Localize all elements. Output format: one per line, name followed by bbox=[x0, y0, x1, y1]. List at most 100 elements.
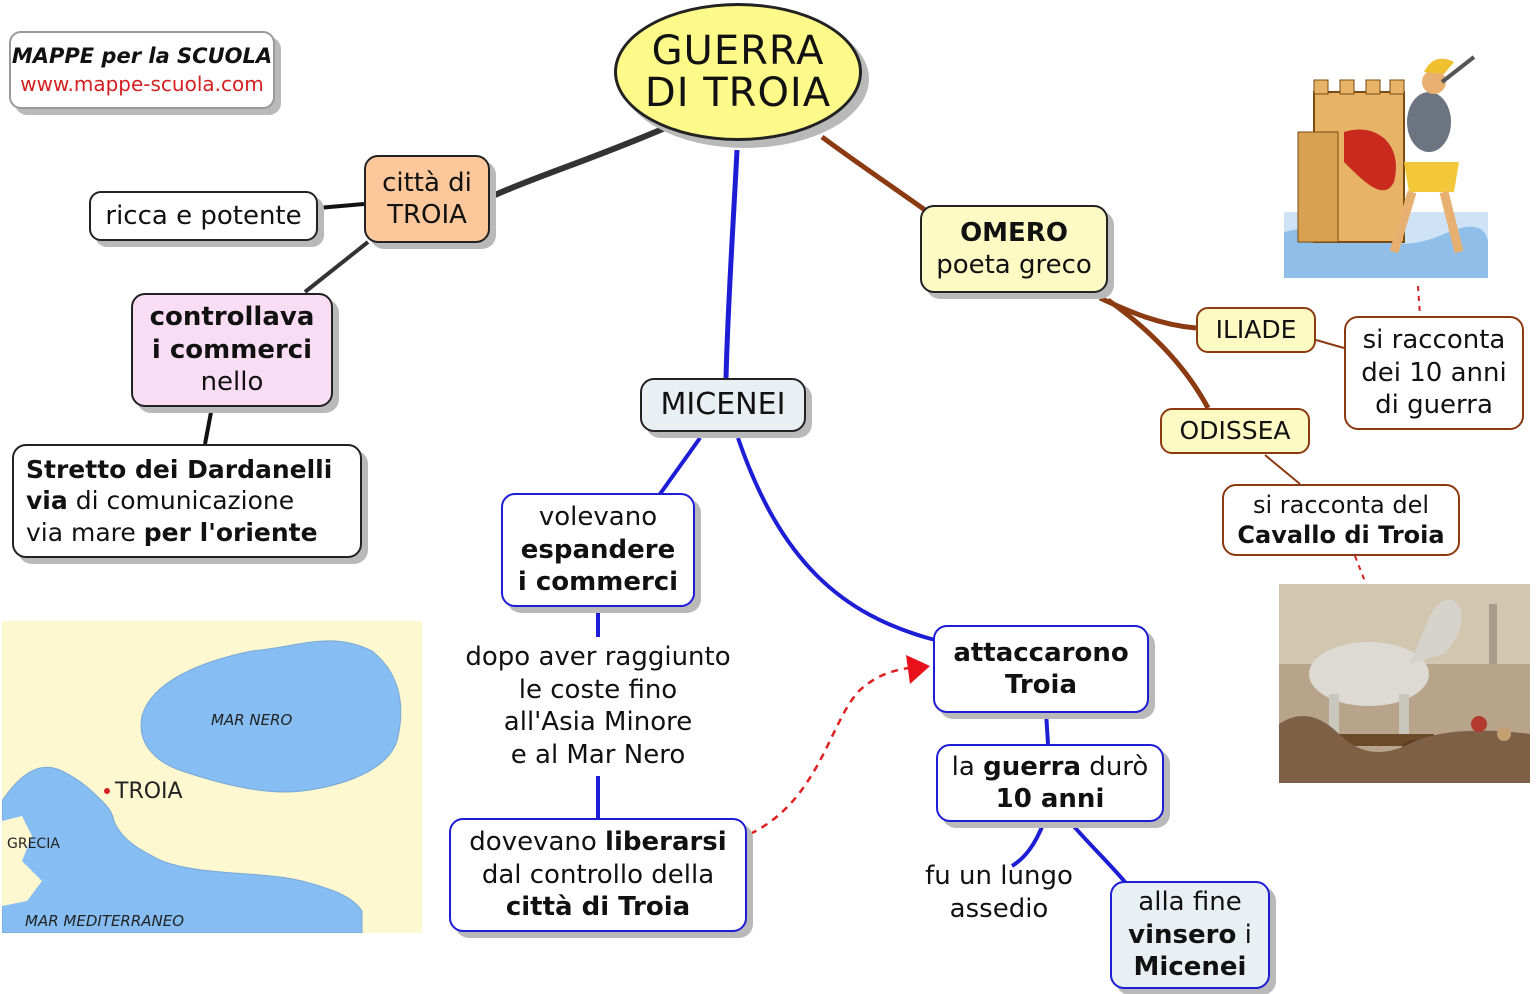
logo-title: MAPPE per la SCUOLA bbox=[11, 44, 273, 68]
link-citta-ricca bbox=[317, 202, 365, 210]
node-ricca: ricca e potente bbox=[89, 191, 318, 241]
attaccarono-line1: attaccarono bbox=[953, 637, 1129, 668]
node-guerra-duro: la guerra durò 10 anni bbox=[936, 744, 1164, 822]
link-title-omero bbox=[820, 134, 927, 213]
stretto-comunicazione: di comunicazione bbox=[67, 486, 295, 516]
dopo-line1: dopo aver raggiunto bbox=[465, 642, 731, 672]
node-volevano: volevano espandere i commerci bbox=[501, 493, 695, 607]
allafine-line1: alla fine bbox=[1138, 887, 1242, 918]
link-micenei-volevano bbox=[658, 436, 702, 496]
node-racconta-anni: si racconta dei 10 anni di guerra bbox=[1344, 316, 1524, 430]
node-attaccarono: attaccarono Troia bbox=[933, 625, 1149, 713]
greece-land bbox=[2, 816, 42, 906]
map-label-mediterraneo: MAR MEDITERRANEO bbox=[25, 912, 185, 930]
node-iliade: ILIADE bbox=[1196, 307, 1316, 353]
link-citta-controllava bbox=[303, 240, 370, 294]
assedio-line1: fu un lungo bbox=[925, 861, 1073, 891]
site-logo[interactable]: MAPPE per la SCUOLA www.mappe-scuola.com bbox=[9, 31, 275, 109]
link-odissea-cavallo bbox=[1264, 454, 1301, 485]
link-guerra-allafine bbox=[1068, 820, 1127, 884]
black-sea bbox=[140, 640, 402, 793]
dopo-line3: all'Asia Minore bbox=[503, 707, 693, 737]
controllava-line2: i commerci bbox=[151, 334, 313, 365]
map-svg bbox=[2, 621, 422, 933]
micenei-text: MICENEI bbox=[660, 387, 786, 423]
node-omero: OMERO poeta greco bbox=[920, 205, 1108, 293]
allafine-line3: Micenei bbox=[1133, 952, 1247, 983]
title-line1: GUERRA bbox=[651, 28, 825, 74]
logo-url[interactable]: www.mappe-scuola.com bbox=[20, 72, 264, 96]
guerra-line2: 10 anni bbox=[995, 784, 1105, 814]
node-dopo: dopo aver raggiunto le coste fino all'As… bbox=[455, 641, 741, 771]
dovevano-line2: dal controllo della bbox=[481, 859, 715, 890]
node-dovevano: dovevano liberarsi dal controllo della c… bbox=[449, 818, 747, 932]
allafine-line2: vinsero i bbox=[1128, 919, 1252, 952]
link-omero-odissea bbox=[1106, 297, 1211, 410]
odissea-text: ODISSEA bbox=[1179, 416, 1291, 446]
racconta-cavallo-line1: si racconta del bbox=[1252, 491, 1430, 519]
trojan-horse-painting bbox=[1279, 584, 1530, 783]
omero-line2: poeta greco bbox=[936, 250, 1092, 280]
allafine-vinsero: vinsero bbox=[1128, 919, 1237, 950]
link-micenei-attaccarono bbox=[736, 437, 936, 642]
node-alla-fine: alla fine vinsero i Micenei bbox=[1110, 881, 1270, 989]
dovevano-line1: dovevano liberarsi bbox=[469, 826, 726, 859]
citta-line2: TROIA bbox=[387, 200, 467, 230]
link-dovevano-attaccarono bbox=[749, 664, 929, 836]
link-cavallo-pic2 bbox=[1354, 555, 1367, 585]
map-label-mar-nero: MAR NERO bbox=[211, 711, 293, 729]
omero-line1: OMERO bbox=[960, 217, 1068, 248]
node-citta-troia: città di TROIA bbox=[364, 155, 490, 243]
node-assedio: fu un lungo assedio bbox=[910, 860, 1088, 925]
stretto-via-mare: via mare bbox=[26, 517, 144, 547]
iliade-text: ILIADE bbox=[1215, 315, 1297, 345]
controllava-line3: nello bbox=[200, 367, 264, 398]
link-guerra-assedio bbox=[1010, 821, 1046, 868]
warrior-castle-illustration bbox=[1284, 55, 1488, 278]
guerra-line1: la guerra durò bbox=[952, 751, 1149, 784]
dovevano-line3: città di Troia bbox=[505, 892, 691, 923]
attaccarono-line2: Troia bbox=[1004, 670, 1078, 700]
node-micenei: MICENEI bbox=[640, 378, 806, 432]
title-line2: DI TROIA bbox=[644, 70, 832, 116]
node-controllava: controllava i commerci nello bbox=[131, 293, 333, 407]
guerra-duro: durò bbox=[1081, 751, 1149, 782]
racconta-anni-line3: di guerra bbox=[1375, 390, 1493, 421]
mediterranean bbox=[2, 766, 363, 933]
racconta-cavallo-line2: Cavallo di Troia bbox=[1237, 521, 1445, 549]
guerra-word: guerra bbox=[983, 751, 1082, 782]
node-odissea: ODISSEA bbox=[1160, 408, 1310, 454]
ricca-text: ricca e potente bbox=[105, 200, 302, 231]
node-stretto: Stretto dei Dardanelli via di comunicazi… bbox=[12, 444, 362, 558]
controllava-line1: controllava bbox=[149, 302, 315, 333]
link-iliade-racconta bbox=[1315, 339, 1345, 349]
dopo-line4: e al Mar Nero bbox=[510, 739, 686, 770]
dovevano-word: dovevano bbox=[469, 827, 606, 858]
racconta-anni-line1: si racconta bbox=[1362, 325, 1506, 356]
stretto-via: via bbox=[26, 486, 68, 516]
stretto-line3: via mare per l'oriente bbox=[26, 517, 318, 548]
map-label-grecia: GRECIA bbox=[7, 836, 60, 852]
allafine-i: i bbox=[1236, 919, 1252, 950]
citta-line1: città di bbox=[382, 167, 472, 198]
node-racconta-cavallo: si racconta del Cavallo di Troia bbox=[1222, 484, 1460, 556]
stretto-line2: via di comunicazione bbox=[26, 485, 294, 516]
volevano-line3: i commerci bbox=[517, 567, 679, 598]
racconta-anni-line2: dei 10 anni bbox=[1361, 357, 1507, 388]
link-attaccarono-guerra bbox=[1044, 711, 1050, 745]
assedio-line2: assedio bbox=[949, 893, 1049, 924]
link-racconta-pic1 bbox=[1417, 285, 1421, 317]
link-title-micenei bbox=[723, 149, 740, 379]
link-controllava-stretto bbox=[203, 406, 214, 445]
stretto-oriente: per l'oriente bbox=[143, 517, 318, 547]
arrowhead bbox=[906, 655, 930, 684]
map-region: MAR NERO TROIA GRECIA MAR MEDITERRANEO bbox=[2, 621, 422, 933]
link-title-citta bbox=[493, 125, 667, 198]
volevano-line1: volevano bbox=[538, 502, 658, 533]
stretto-line1: Stretto dei Dardanelli bbox=[26, 455, 333, 485]
map-label-troia: TROIA bbox=[115, 779, 183, 804]
dopo-line2: le coste fino bbox=[518, 674, 678, 705]
volevano-line2: espandere bbox=[520, 534, 676, 565]
map-title: GUERRA DI TROIA bbox=[614, 3, 862, 141]
